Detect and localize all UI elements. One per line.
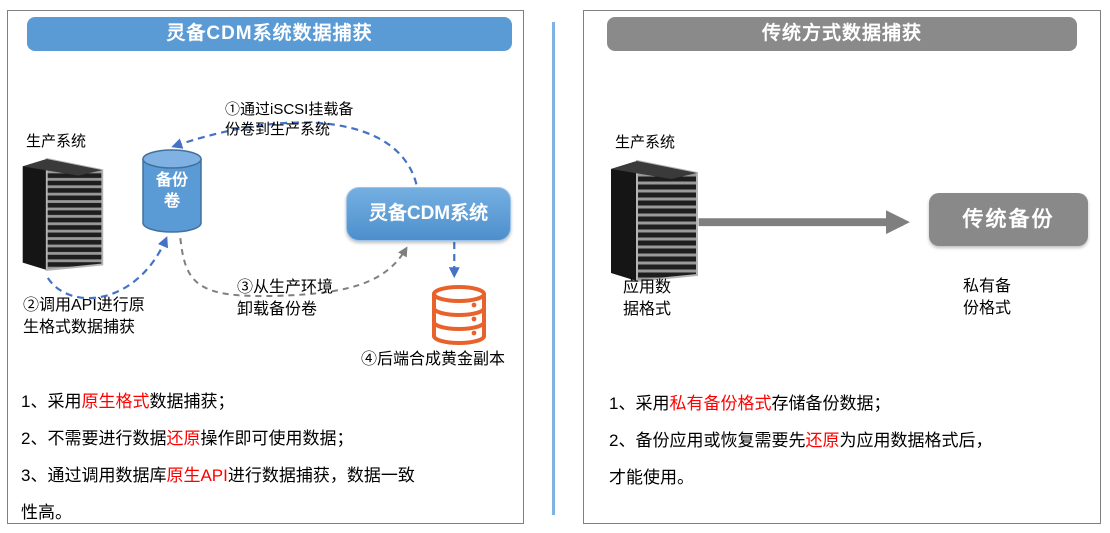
production-server-image <box>22 157 104 272</box>
cdm-bullet-2: 2、不需要进行数据还原操作即可使用数据； <box>21 429 354 448</box>
cdm-system-box: 灵备CDM系统 <box>346 187 511 241</box>
step4-label: ④后端合成黄金副本 <box>361 351 506 368</box>
golden-copy-database-icon <box>432 285 486 345</box>
cdm-bullet-1: 1、采用原生格式数据捕获； <box>21 392 235 411</box>
cdm-bullet-3: 3、通过调用数据库原生API进行数据捕获，数据一致 <box>21 466 415 485</box>
production-system-label: 生产系统 <box>26 133 87 150</box>
private-backup-format-label: 私有备 份格式 <box>963 278 1012 317</box>
cylinder-icon <box>142 149 202 233</box>
highlight-native-format: 原生格式 <box>81 392 150 411</box>
traditional-bullet-list: 1、采用私有备份格式存储备份数据； 2、备份应用或恢复需要先还原为应用数据格式后… <box>609 385 1089 496</box>
production-server-image <box>611 159 698 283</box>
arrow-step1-mount <box>171 121 418 185</box>
traditional-panel: 传统方式数据捕获 生产系统 传统备份 应用数 <box>583 10 1101 524</box>
panel-divider <box>552 22 555 515</box>
step1-label: ①通过iSCSI挂载备 份卷到生产系统 <box>225 101 354 138</box>
app-data-format-label: 应用数 据格式 <box>623 279 672 318</box>
traditional-backup-box: 传统备份 <box>929 193 1088 246</box>
cdm-flow-arrows <box>46 121 460 300</box>
traditional-bullet-1: 1、采用私有备份格式存储备份数据； <box>609 394 891 413</box>
arrow-step3-unmount <box>179 238 408 298</box>
traditional-panel-title: 传统方式数据捕获 <box>607 17 1077 51</box>
step2-label: ②调用API进行原 生格式数据捕获 <box>23 297 145 336</box>
highlight-private-format: 私有备份格式 <box>669 394 772 413</box>
highlight-restore: 还原 <box>805 431 840 450</box>
highlight-restore: 还原 <box>166 429 201 448</box>
highlight-native-api: 原生API <box>166 466 228 485</box>
traditional-bullet-2-cont: 才能使用。 <box>609 468 694 487</box>
cdm-panel-title: 灵备CDM系统数据捕获 <box>27 17 512 51</box>
step3-label: ③从生产环境 卸载备份卷 <box>237 279 334 318</box>
arrow-step2-capture <box>46 236 168 300</box>
traditional-bullet-2: 2、备份应用或恢复需要先还原为应用数据格式后， <box>609 431 993 450</box>
backup-volume-cylinder: 备份 卷 <box>141 148 203 234</box>
production-system-label: 生产系统 <box>615 134 676 151</box>
cdm-bullet-list: 1、采用原生格式数据捕获； 2、不需要进行数据还原操作即可使用数据； 3、通过调… <box>21 383 517 531</box>
backup-volume-label: 备份 卷 <box>155 172 188 210</box>
traditional-flow-arrow <box>698 210 910 235</box>
cdm-bullet-3-cont: 性高。 <box>21 503 72 522</box>
cdm-panel: 灵备CDM系统数据捕获 生产系统 <box>7 10 524 524</box>
